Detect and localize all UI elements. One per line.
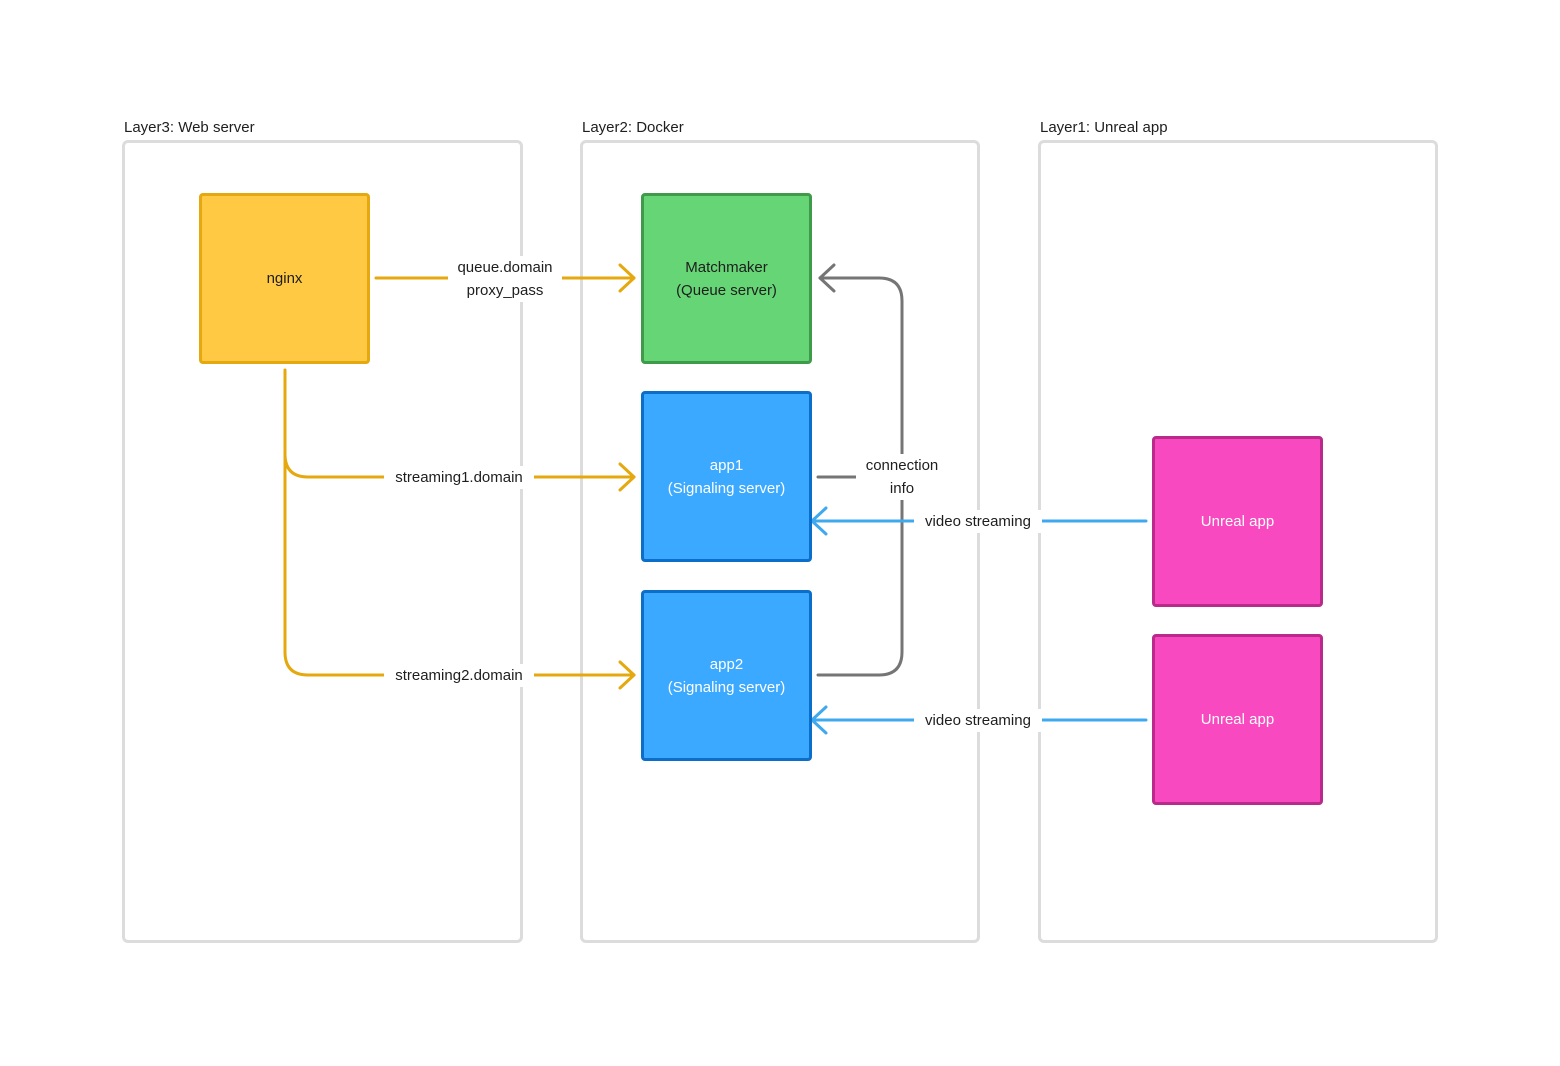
layer-title-unreal-app: Layer1: Unreal app [1040,119,1168,136]
node-app2[interactable]: app2 (Signaling server) [641,590,812,761]
arrowhead-queue-domain [618,263,636,293]
node-app1-subtitle: (Signaling server) [667,479,786,497]
layer-title-web-server: Layer3: Web server [124,119,255,136]
edge-label-connection-info-line1: connection [865,457,939,474]
node-unreal-app-2-label: Unreal app [1200,711,1275,728]
edge-streaming2-domain[interactable] [283,452,636,677]
arrowhead-video-streaming-2 [810,705,828,735]
layer-title-docker: Layer2: Docker [582,119,684,136]
edge-streaming1-domain[interactable] [283,368,636,479]
arrowhead-streaming2-domain [618,660,636,690]
edge-label-connection-info: connection info [856,454,948,500]
arrowhead-connection-info [818,263,836,293]
edge-label-queue-domain: queue.domain proxy_pass [448,256,562,302]
edge-label-queue-domain-line1: queue.domain [457,259,553,276]
arrowhead-video-streaming-1 [810,506,828,536]
node-unreal-app-1-label: Unreal app [1200,513,1275,530]
node-matchmaker-title: Matchmaker [685,258,768,276]
node-matchmaker-subtitle: (Queue server) [676,281,777,299]
edge-label-queue-domain-line2: proxy_pass [466,282,544,299]
node-app1[interactable]: app1 (Signaling server) [641,391,812,562]
edge-label-video-streaming-1: video streaming [914,510,1042,533]
edge-label-streaming1-domain: streaming1.domain [384,466,534,489]
node-nginx[interactable]: nginx [199,193,370,364]
node-matchmaker[interactable]: Matchmaker (Queue server) [641,193,812,364]
node-unreal-app-1[interactable]: Unreal app [1152,436,1323,607]
node-app2-title: app2 [709,655,744,673]
edge-label-streaming2-domain: streaming2.domain [384,664,534,687]
node-app2-subtitle: (Signaling server) [667,678,786,696]
node-unreal-app-2[interactable]: Unreal app [1152,634,1323,805]
node-app1-title: app1 [709,456,744,474]
node-nginx-label: nginx [266,270,303,287]
arrowhead-streaming1-domain [618,462,636,492]
edge-label-video-streaming-2: video streaming [914,709,1042,732]
edge-label-connection-info-line2: info [889,480,915,497]
